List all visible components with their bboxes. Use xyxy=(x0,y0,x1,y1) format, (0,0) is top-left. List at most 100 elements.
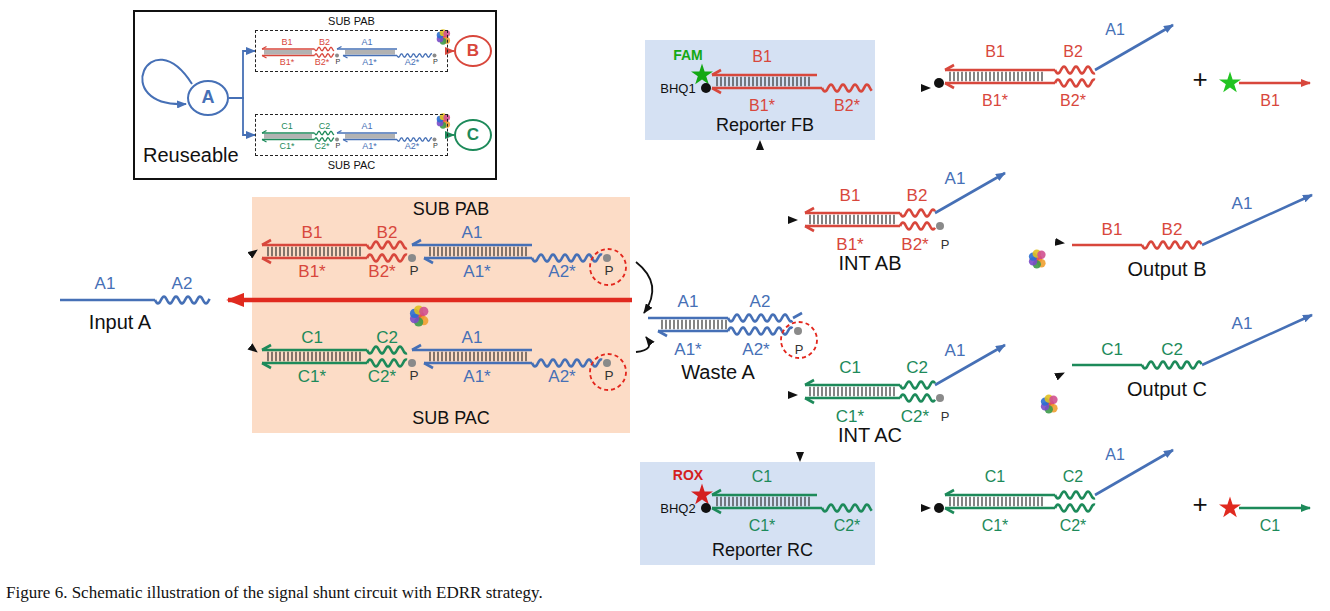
strand-end xyxy=(412,240,421,245)
strand xyxy=(60,299,155,302)
flow-arrow xyxy=(877,507,930,509)
domain-label: C1* xyxy=(279,142,294,151)
base-pairs xyxy=(430,352,526,361)
strand-end xyxy=(424,363,433,368)
domain-label: C2* xyxy=(314,142,329,151)
domain-label: B1 xyxy=(752,49,772,65)
node-text: Reuseable xyxy=(143,144,239,166)
end-dot xyxy=(701,83,711,93)
state-circle: A xyxy=(187,80,229,116)
species-name: Input A xyxy=(89,312,151,332)
wavy-strand xyxy=(1142,362,1202,369)
wavy-strand xyxy=(900,223,935,230)
phosphate-label: P xyxy=(604,370,613,384)
domain-label: B1* xyxy=(280,58,295,67)
base-pairs xyxy=(810,215,894,224)
domain-label: B1* xyxy=(836,236,863,253)
domain-label: B2 xyxy=(319,38,330,47)
domain-label: B2 xyxy=(907,187,928,204)
strand-end xyxy=(945,83,954,88)
strand xyxy=(945,69,1055,72)
fluorophore-star xyxy=(1219,71,1241,92)
domain-label: A2* xyxy=(742,341,769,358)
flow-arrow xyxy=(1012,236,1064,243)
strand xyxy=(337,48,397,49)
strand-end xyxy=(793,313,802,318)
strand xyxy=(343,55,397,56)
base-pairs xyxy=(950,497,1042,506)
end-dot xyxy=(433,138,437,142)
strand-end xyxy=(262,131,267,134)
strand-end xyxy=(262,258,271,263)
wavy-strand xyxy=(900,210,935,217)
species-name: INT AB xyxy=(839,253,902,273)
strand xyxy=(1239,507,1310,510)
strand xyxy=(648,317,728,320)
panel-fill xyxy=(252,197,630,433)
domain-label: B2 xyxy=(1162,221,1183,238)
base-pairs xyxy=(268,247,360,256)
domain-label: A2* xyxy=(405,142,420,151)
phosphate-label: P xyxy=(433,143,438,150)
domain-label: C2 xyxy=(906,359,928,376)
state-circle: B xyxy=(454,35,492,67)
strand xyxy=(712,87,822,90)
domain-label: C1 xyxy=(1260,518,1280,534)
domain-label: B1 xyxy=(1260,93,1280,109)
strand xyxy=(805,212,900,215)
strand-end xyxy=(805,380,814,385)
strand xyxy=(262,362,367,365)
enzyme-icon xyxy=(437,113,450,128)
domain-label: C1* xyxy=(298,368,326,385)
phosphate-label: P xyxy=(795,343,804,356)
node-text: B xyxy=(456,42,490,61)
flow-arrow xyxy=(228,298,632,303)
phosphate-label: P xyxy=(433,59,438,66)
wavy-strand xyxy=(1055,67,1095,74)
strand xyxy=(658,330,728,333)
end-dot xyxy=(701,503,711,513)
domain-label: A1 xyxy=(462,223,483,240)
domain-label: A1 xyxy=(462,328,483,345)
wavy-strand xyxy=(397,138,432,142)
domain-label: B1 xyxy=(302,223,323,240)
strand xyxy=(262,55,315,56)
strand xyxy=(262,48,315,49)
domain-label: A1* xyxy=(362,142,377,151)
state-circle: C xyxy=(454,119,492,151)
end-dot xyxy=(408,254,416,262)
domain-label: A1 xyxy=(945,170,966,187)
strand-end xyxy=(945,490,954,495)
domain-label: A1 xyxy=(1232,195,1253,212)
phosphate-label: P xyxy=(409,370,418,384)
strand xyxy=(712,507,822,510)
strand-end xyxy=(712,70,721,75)
end-dot xyxy=(433,54,437,58)
flow-arrow xyxy=(636,337,649,352)
end-dot xyxy=(936,394,944,402)
domain-label: A1 xyxy=(1232,315,1253,332)
domain-label: C2* xyxy=(834,518,861,534)
enzyme-part xyxy=(443,30,450,37)
strand xyxy=(262,139,315,140)
strand-end xyxy=(337,131,342,134)
strand-end xyxy=(945,65,954,70)
flow-arrow xyxy=(212,250,257,284)
wavy-strand xyxy=(1055,492,1095,499)
domain-label: B2* xyxy=(1060,93,1086,109)
strand-end xyxy=(262,140,267,143)
strand-end xyxy=(412,345,421,350)
domain-label: A1* xyxy=(674,341,701,358)
domain-label: B2* xyxy=(834,98,860,114)
domain-label: B1 xyxy=(281,38,292,47)
wavy-strand xyxy=(822,85,872,92)
node-text: Reporter RC xyxy=(640,541,885,561)
strand-end xyxy=(712,88,721,93)
phosphate-label: P xyxy=(409,265,418,279)
domain-label: C1* xyxy=(982,518,1009,534)
reuse-loop xyxy=(142,60,192,104)
highlight-circle xyxy=(781,322,817,358)
node-text: SUB PAB xyxy=(252,200,650,220)
domain-label: C2* xyxy=(901,408,929,425)
